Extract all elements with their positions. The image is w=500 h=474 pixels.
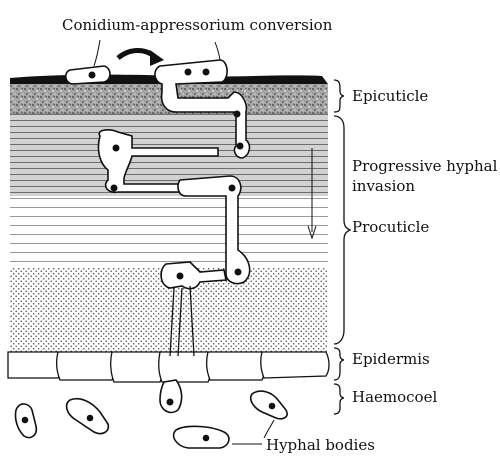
label-procuticle: Procuticle — [352, 218, 429, 236]
descending-hypha — [160, 175, 251, 357]
lateral-hypha — [97, 129, 219, 194]
label-haemocoel: Haemocoel — [352, 388, 437, 406]
label-invasion-line2: invasion — [352, 177, 415, 195]
label-conidium-appressorium: Conidium-appressorium conversion — [62, 16, 333, 34]
procuticle-brace — [333, 115, 352, 345]
conidium — [64, 65, 111, 85]
label-epidermis: Epidermis — [352, 350, 430, 368]
cuticle-layers — [10, 84, 328, 352]
layer-braces — [333, 79, 352, 415]
epicuticle-brace — [333, 79, 345, 113]
label-epicuticle: Epicuticle — [352, 87, 428, 105]
label-hyphal-bodies: Hyphal bodies — [266, 436, 375, 454]
invasion-arrow — [307, 148, 317, 240]
haemocoel-brace — [333, 383, 345, 415]
appressorium-hypha — [154, 59, 251, 159]
hyphal-bodies — [14, 390, 288, 449]
procuticle-lower-layer — [10, 196, 328, 268]
hyphal-body-nuclei — [21, 402, 276, 442]
emerging-hyphal-body — [159, 379, 183, 414]
label-invasion-line1: Progressive hyphal — [352, 157, 498, 175]
epidermis-brace — [333, 347, 345, 381]
epidermis-cells — [7, 351, 330, 383]
conversion-arrow — [116, 48, 164, 66]
